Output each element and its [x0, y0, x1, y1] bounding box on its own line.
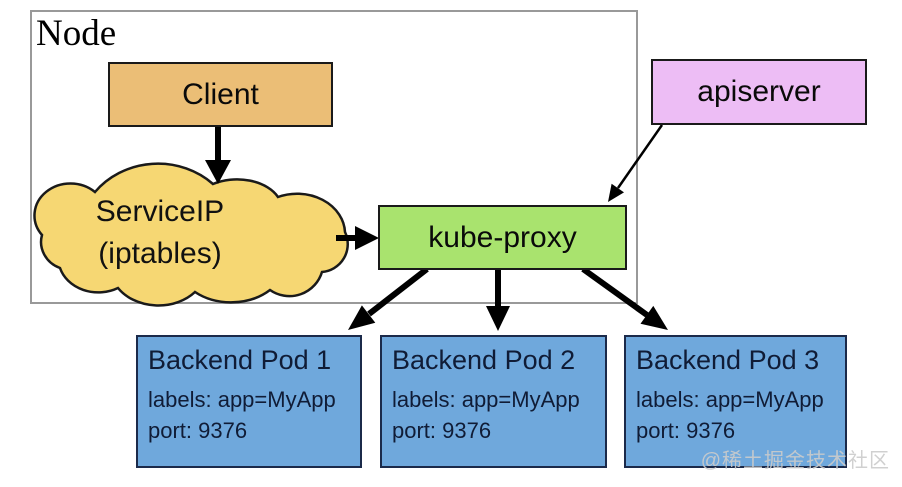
arrow-serviceip-to-kubeproxy: [336, 226, 379, 250]
client-box: Client: [108, 62, 333, 127]
arrow-client-to-serviceip: [205, 126, 231, 184]
node-label: Node: [36, 13, 117, 54]
arrowhead-downleft-icon: [608, 183, 624, 202]
pod-labels: labels: app=MyApp: [636, 387, 824, 413]
apiserver-box: apiserver: [651, 59, 867, 125]
arrow-kubeproxy-to-pod2: [486, 269, 510, 331]
watermark-text: @稀土掘金技术社区: [700, 450, 890, 472]
arrows: [205, 124, 668, 331]
backend-pod-2-box: Backend Pod 2 labels: app=MyApp port: 93…: [380, 335, 607, 468]
arrowhead-down-icon: [205, 160, 231, 184]
pod-labels: labels: app=MyApp: [148, 387, 336, 413]
iptables-label: (iptables): [98, 237, 222, 270]
arrowhead-downleft-icon: [348, 305, 376, 330]
kube-proxy-box: kube-proxy: [378, 205, 627, 270]
arrow-kubeproxy-to-pod1: [348, 266, 429, 330]
pod-port: port: 9376: [148, 417, 248, 443]
backend-pod-3-box: Backend Pod 3 labels: app=MyApp port: 93…: [624, 335, 847, 468]
arrowhead-downright-icon: [640, 305, 668, 330]
pod-title: Backend Pod 2: [392, 345, 576, 375]
arrow-kubeproxy-to-pod3: [581, 266, 668, 330]
serviceip-label: ServiceIP: [95, 195, 225, 228]
pod-port: port: 9376: [392, 417, 492, 443]
backend-pod-1-box: Backend Pod 1 labels: app=MyApp port: 93…: [136, 335, 362, 468]
pod-labels: labels: app=MyApp: [392, 387, 580, 413]
client-label: Client: [182, 77, 259, 111]
arrowhead-down-icon: [486, 306, 510, 331]
service-cloud-shape: [33, 162, 349, 307]
pod-title: Backend Pod 3: [636, 345, 820, 375]
arrow-apiserver-to-kubeproxy: [608, 124, 664, 202]
apiserver-label: apiserver: [697, 75, 821, 108]
pod-title: Backend Pod 1: [148, 345, 332, 375]
arrowhead-right-icon: [355, 226, 379, 250]
kube-proxy-label: kube-proxy: [428, 220, 577, 254]
pod-port: port: 9376: [636, 417, 736, 443]
